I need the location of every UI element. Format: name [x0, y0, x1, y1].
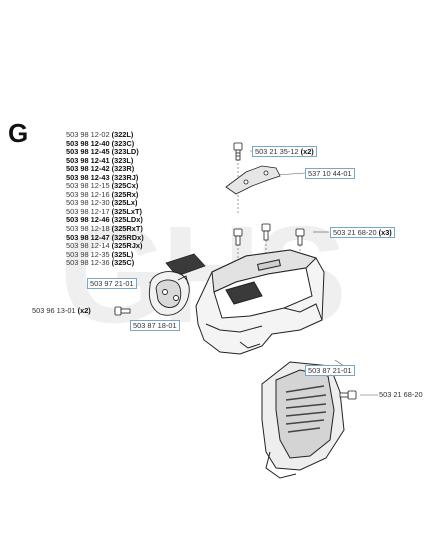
part-number: 503 98 12-02	[66, 130, 110, 139]
cylinder-cover-icon	[195, 249, 325, 355]
starter-cover-icon	[261, 361, 345, 479]
part-number: 503 96 13-01	[32, 306, 76, 315]
callout-cylinder-cover[interactable]: 503 87 18-01	[130, 320, 180, 331]
model-name: (323LD)	[111, 147, 139, 157]
part-number: 503 98 12-46	[66, 215, 110, 225]
parts-list-item[interactable]: 503 98 12-17 (325LxT)	[66, 206, 144, 217]
part-number: 503 87 21-01	[308, 366, 352, 375]
model-name: (323L)	[111, 155, 134, 165]
parts-list-item[interactable]: 503 98 12-46 (325LDx)	[66, 216, 144, 225]
model-name: (325LDx)	[111, 215, 143, 225]
part-number: 503 21 68-20	[379, 390, 423, 399]
model-name: (325LxT)	[111, 206, 143, 216]
parts-list-item[interactable]: 503 98 12-18 (325RxT)	[66, 224, 144, 234]
clip-bracket-icon	[225, 165, 281, 195]
parts-list-item[interactable]: 503 98 12-41 (323L)	[66, 155, 144, 166]
quantity: (x3)	[378, 228, 392, 237]
parts-list-item[interactable]: 503 98 12-02 (322L)	[66, 130, 144, 140]
screw-3-icon	[295, 228, 305, 246]
model-name: (325Lx)	[111, 198, 138, 208]
part-number: 503 98 12-30	[66, 198, 110, 208]
parts-list-item[interactable]: 503 98 12-36 (325C)	[66, 258, 144, 268]
model-name: (325L)	[111, 249, 134, 259]
model-name: (323RJ)	[111, 172, 139, 182]
screw-filter-icon	[114, 306, 131, 316]
callout-screw-top[interactable]: 503 21 35-12 (x2)	[252, 146, 317, 157]
parts-list-item[interactable]: 503 98 12-42 (323R)	[66, 164, 144, 174]
parts-list-item[interactable]: 503 98 12-15 (325Cx)	[66, 182, 144, 191]
screw-starter-icon	[339, 390, 357, 400]
part-number: 503 98 12-40	[66, 138, 110, 148]
section-letter: G	[8, 118, 29, 148]
part-number: 503 21 68-20	[333, 228, 377, 237]
model-name: (325Cx)	[111, 181, 139, 191]
part-number: 503 98 12-45	[66, 147, 110, 157]
part-number: 503 97 21-01	[90, 279, 134, 288]
parts-list-item[interactable]: 503 98 12-35 (325L)	[66, 249, 144, 260]
quantity: (x2)	[300, 147, 314, 156]
part-number: 537 10 44-01	[308, 169, 352, 178]
parts-list-item[interactable]: 503 98 12-43 (323RJ)	[66, 172, 144, 183]
screw-top-icon	[233, 142, 243, 161]
model-name: (325RJx)	[111, 241, 143, 251]
model-name: (325RDx)	[111, 232, 144, 242]
part-number: 503 98 12-14	[66, 241, 110, 251]
quantity: (x2)	[77, 306, 91, 315]
model-name: (325Rx)	[111, 189, 139, 199]
parts-list-item[interactable]: 503 98 12-47 (325RDx)	[66, 232, 144, 243]
part-number: 503 98 12-16	[66, 189, 110, 199]
parts-list-item[interactable]: 503 98 12-40 (323C)	[66, 138, 144, 149]
part-number: 503 98 12-47	[66, 232, 110, 242]
filter-cover-icon	[148, 271, 190, 316]
part-number: 503 98 12-36	[66, 258, 110, 268]
screw-2-icon	[261, 223, 271, 241]
screw-1-icon	[233, 228, 243, 246]
part-number: 503 98 12-15	[66, 181, 110, 191]
model-name: (323C)	[111, 138, 135, 148]
parts-list-item[interactable]: 503 98 12-45 (323LD)	[66, 147, 144, 157]
part-number: 503 21 35-12	[255, 147, 299, 156]
callout-screw-starter[interactable]: 503 21 68-20	[379, 390, 423, 399]
callout-screws-cover[interactable]: 503 21 68-20 (x3)	[330, 227, 395, 238]
callout-starter-cover[interactable]: 503 87 21-01	[305, 365, 355, 376]
part-number: 503 98 12-41	[66, 155, 110, 165]
part-number: 503 98 12-43	[66, 172, 110, 182]
part-number: 503 98 12-18	[66, 224, 110, 234]
part-number: 503 98 12-42	[66, 164, 110, 174]
callout-clip[interactable]: 537 10 44-01	[305, 168, 355, 179]
parts-list-item[interactable]: 503 98 12-16 (325Rx)	[66, 189, 144, 200]
model-name: (325RxT)	[111, 224, 143, 234]
part-number: 503 87 18-01	[133, 321, 177, 330]
parts-list-item[interactable]: 503 98 12-30 (325Lx)	[66, 199, 144, 208]
part-number: 503 98 12-35	[66, 249, 110, 259]
parts-list: 503 98 12-02 (322L) 503 98 12-40 (323C) …	[66, 130, 144, 268]
model-name: (323R)	[111, 164, 135, 174]
parts-list-item[interactable]: 503 98 12-14 (325RJx)	[66, 241, 144, 251]
part-number: 503 98 12-17	[66, 206, 110, 216]
model-name: (325C)	[111, 258, 135, 268]
callout-filter-cover[interactable]: 503 97 21-01	[87, 278, 137, 289]
callout-screw-filter[interactable]: 503 96 13-01 (x2)	[32, 306, 91, 315]
model-name: (322L)	[111, 130, 134, 139]
